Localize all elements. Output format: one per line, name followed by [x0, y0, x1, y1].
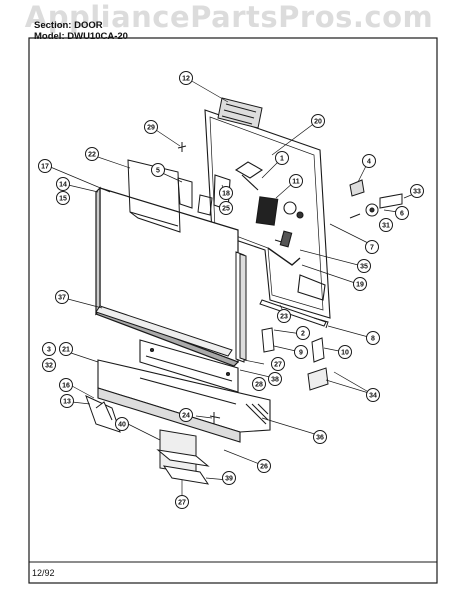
callout-label: 6: [400, 211, 404, 218]
callout-bubble: [379, 218, 393, 232]
callout-label: 10: [341, 350, 349, 357]
callout-bubble: [271, 357, 285, 371]
callout-bubble: [42, 342, 56, 356]
callout-label: 39: [225, 476, 233, 483]
callout-label: 4: [367, 159, 371, 166]
callout-bubble: [313, 430, 327, 444]
callout-label: 20: [314, 119, 322, 126]
callout-label: 25: [222, 206, 230, 213]
callout-label: 27: [274, 362, 282, 369]
callout-label: 19: [356, 282, 364, 289]
callout-label: 29: [147, 125, 155, 132]
latch-bracket: [177, 177, 213, 216]
callout-label: 22: [88, 152, 96, 159]
vent-grille: [217, 97, 263, 129]
callout-bubble: [42, 358, 56, 372]
bracket-40: [156, 429, 210, 485]
footer-date: 12/92: [32, 568, 55, 578]
callout-bubble: [60, 394, 74, 408]
callout-bubble: [338, 345, 352, 359]
callout-label: 15: [59, 196, 67, 203]
callout-label: 21: [62, 347, 70, 354]
callout-bubble: [395, 206, 409, 220]
callout-bubble: [56, 177, 70, 191]
callout-label: 18: [222, 191, 230, 198]
callout-bubble: [115, 417, 129, 431]
callout-label: 8: [371, 336, 375, 343]
callout-label: 5: [156, 168, 160, 175]
callout-label: 26: [260, 464, 268, 471]
callout-bubble: [219, 186, 233, 200]
lower-access-panel: [97, 359, 271, 443]
callout-label: 33: [413, 189, 421, 196]
callout-bubble: [294, 345, 308, 359]
bottom-trim: [259, 299, 329, 329]
callout-bubble: [410, 184, 424, 198]
callout-label: 27: [178, 500, 186, 507]
callout-bubble: [151, 163, 165, 177]
callout-label: 23: [280, 314, 288, 321]
callout-bubble: [277, 309, 291, 323]
callout-label: 2: [301, 331, 305, 338]
callout-bubble: [56, 191, 70, 205]
callout-bubble: [219, 201, 233, 215]
callout-bubble: [353, 277, 367, 291]
model-label: Model: DWU10CA-20: [34, 31, 128, 42]
leader-lines: [47, 79, 417, 498]
section-label: Section: DOOR: [34, 20, 103, 31]
callout-bubble: [311, 114, 325, 128]
callout-label: 7: [370, 245, 374, 252]
callout-bubble: [59, 378, 73, 392]
callout-bubble: [179, 408, 193, 422]
callout-label: 32: [45, 363, 53, 370]
callout-bubble: [275, 151, 289, 165]
callout-label: 13: [63, 399, 71, 406]
callout-label: 40: [118, 422, 126, 429]
diagram-frame: [28, 37, 438, 584]
callout-bubble: [257, 459, 271, 473]
callout-bubble: [175, 495, 189, 509]
callout-bubble: [144, 120, 158, 134]
callout-label: 11: [292, 179, 300, 186]
callout-label: 34: [369, 393, 377, 400]
callout-label: 14: [59, 182, 67, 189]
callout-bubble: [366, 331, 380, 345]
callout-label: 37: [58, 295, 66, 302]
callout-label: 28: [255, 382, 263, 389]
callout-bubble: [289, 174, 303, 188]
inner-door: [204, 109, 331, 319]
callout-bubble: [59, 342, 73, 356]
callout-label: 12: [182, 76, 190, 83]
callout-label: 16: [62, 383, 70, 390]
callout-bubble: [252, 377, 266, 391]
callout-label: 1: [280, 156, 284, 163]
callout-bubble: [365, 240, 379, 254]
callout-bubble: [268, 372, 282, 386]
callout-label: 35: [360, 264, 368, 271]
callout-bubble: [222, 471, 236, 485]
callout-bubble: [55, 290, 69, 304]
callout-label: 17: [41, 164, 49, 171]
callout-label: 9: [299, 350, 303, 357]
callout-label: 36: [316, 435, 324, 442]
callout-label: 24: [182, 413, 190, 420]
side-bracket: [127, 159, 181, 233]
callout-bubble: [366, 388, 380, 402]
watermark: AppliancePartsPros.com: [24, 0, 434, 34]
callout-label: 38: [271, 377, 279, 384]
callout-label: 31: [382, 223, 390, 230]
callout-bubble: [85, 147, 99, 161]
hardware-small: [177, 142, 403, 424]
callout-label: 3: [47, 347, 51, 354]
callout-circles: 1229202251711415181125433631735193723829…: [38, 71, 424, 509]
callout-bubble: [38, 159, 52, 173]
callout-bubble: [179, 71, 193, 85]
callout-bubble: [357, 259, 371, 273]
side-trim: [95, 251, 247, 363]
side-panel-13: [85, 395, 121, 433]
callout-bubble: [296, 326, 310, 340]
callout-bubble: [362, 154, 376, 168]
